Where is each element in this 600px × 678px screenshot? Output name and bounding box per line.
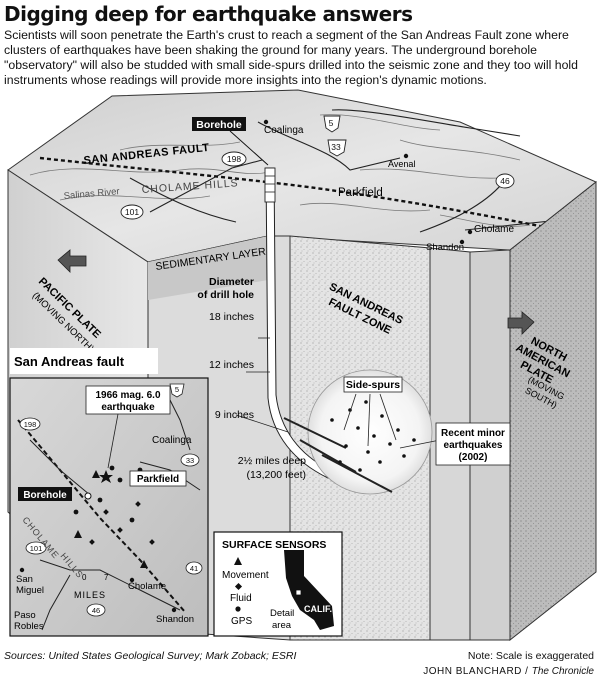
inset-scale-7: 7	[104, 573, 109, 582]
borehole-label: Borehole	[196, 119, 242, 131]
inset-scale-0: 0	[82, 573, 87, 582]
route-shields-block	[120, 115, 515, 220]
inset-route-101: 101	[30, 544, 43, 553]
inset-route-46: 46	[92, 606, 100, 615]
cholame-label: Cholame	[474, 224, 514, 235]
inset-quake-star	[99, 470, 113, 483]
route-5-label: 5	[329, 118, 334, 128]
sensors-title: SURFACE SENSORS	[222, 539, 326, 551]
route-198-label: 198	[227, 154, 241, 164]
pacific-plate-arrow	[57, 249, 87, 273]
inset-quake-label-1: 1966 mag. 6.0	[95, 390, 160, 401]
sensors-movement: Movement	[222, 570, 269, 581]
inset-route-198: 198	[24, 420, 37, 429]
north-american-plate-arrow	[507, 311, 535, 335]
depth-label-1: 2½ miles deep	[238, 455, 306, 467]
side-spurs-label: Side-spurs	[346, 379, 400, 391]
inset-route-33: 33	[186, 456, 194, 465]
inset-borehole: Borehole	[23, 490, 67, 501]
route-101-label: 101	[125, 207, 139, 217]
credit-line: JOHN BLANCHARD / The Chronicle	[423, 666, 594, 677]
inset-shandon: Shandon	[156, 614, 194, 625]
sensors-gps: GPS	[231, 616, 252, 627]
inset-route-41: 41	[190, 564, 198, 573]
coalinga-label: Coalinga	[264, 125, 304, 136]
route-33-label: 33	[331, 142, 341, 152]
sources-note: Sources: United States Geological Survey…	[4, 650, 297, 662]
depth-label-2: (13,200 feet)	[246, 469, 306, 481]
diameter-9: 9 inches	[215, 409, 254, 421]
inset-parkfield: Parkfield	[137, 474, 179, 485]
sensors-detail-2: area	[272, 620, 292, 631]
inset-miles: MILES	[74, 590, 106, 600]
inset-paso-robles-2: Robles	[14, 621, 44, 632]
shandon-label: Shandon	[426, 242, 464, 253]
terrain-ridges	[29, 114, 531, 227]
side-spurs	[283, 417, 393, 493]
credit-publication: The Chronicle	[531, 666, 594, 677]
earthquake-dots	[330, 400, 416, 472]
recent-quakes-label-2: earthquakes	[444, 440, 503, 451]
salinas-river-label: Salinas River	[63, 186, 120, 202]
inset-map	[9, 377, 209, 637]
diameter-12: 12 inches	[209, 359, 254, 371]
california-map	[284, 550, 334, 630]
inset-fault-line	[17, 419, 186, 613]
recent-quakes-label-3: (2002)	[459, 452, 488, 463]
inset-cholame: Cholame	[128, 581, 166, 592]
inset-coalinga: Coalinga	[152, 435, 192, 446]
inset-route-5: 5	[175, 385, 179, 394]
diameter-leaders	[235, 337, 441, 449]
avenal-label: Avenal	[388, 159, 415, 169]
movement-icon	[234, 557, 242, 565]
inset-quake-label-2: earthquake	[101, 402, 155, 413]
place-dots	[263, 119, 473, 245]
sensors-fluid: Fluid	[230, 593, 252, 604]
route-46-label: 46	[500, 176, 510, 186]
scale-note: Note: Scale is exaggerated	[467, 650, 594, 662]
inset-san-miguel-1: San	[16, 574, 33, 585]
inset-roads	[29, 399, 201, 631]
inset-san-miguel-2: Miguel	[16, 585, 44, 596]
inset-route-shields	[19, 383, 203, 617]
inset-title: San Andreas fault	[14, 354, 125, 369]
parkfield-label: Parkfield	[338, 187, 383, 199]
recent-quakes-label-1: Recent minor	[441, 428, 505, 439]
north-american-plate-side	[509, 180, 597, 642]
sensors-detail-1: Detail	[270, 608, 294, 619]
credit-author: JOHN BLANCHARD /	[423, 666, 529, 677]
diameter-18: 18 inches	[209, 311, 254, 323]
intro-text: Scientists will soon penetrate the Earth…	[4, 28, 578, 87]
diameter-label-1: Diameter	[209, 276, 254, 288]
fluid-icon	[234, 582, 243, 591]
sensors-calif: CALIF.	[304, 604, 332, 614]
inset-paso-robles-1: Paso	[14, 610, 36, 621]
diameter-label-2: of drill hole	[197, 289, 254, 301]
page-title: Digging deep for earthquake answers	[4, 2, 413, 26]
gps-icon	[235, 606, 241, 612]
